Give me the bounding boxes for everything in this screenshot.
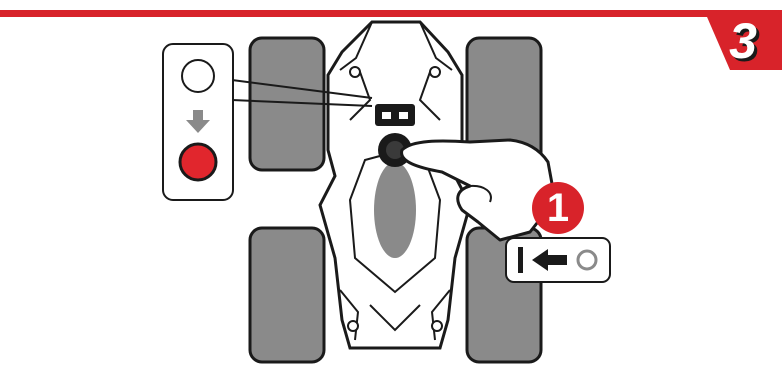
callout-badge <box>532 182 584 234</box>
pointer-line <box>231 79 373 99</box>
car-body <box>318 20 472 350</box>
step-number: 3 <box>729 13 757 69</box>
body-screw-icon <box>431 320 443 332</box>
body-screw-icon <box>349 66 361 78</box>
pointer-line <box>231 99 373 107</box>
switch-off-circle-icon <box>576 249 598 271</box>
led-on-icon <box>178 142 218 182</box>
step-badge <box>704 10 782 70</box>
down-arrow-icon <box>186 110 210 133</box>
body-screw-icon <box>429 66 441 78</box>
switch-on-bar-icon <box>518 247 523 273</box>
charge-port-icon <box>375 104 415 126</box>
pressing-finger-icon <box>400 138 557 242</box>
callout-number: 1 <box>546 186 570 230</box>
battery-cover <box>374 162 416 258</box>
led-off-icon <box>181 59 215 93</box>
body-screw-icon <box>347 320 359 332</box>
tire-rear-left <box>248 226 326 364</box>
left-arrow-icon <box>532 249 567 271</box>
header-rule <box>0 10 716 17</box>
